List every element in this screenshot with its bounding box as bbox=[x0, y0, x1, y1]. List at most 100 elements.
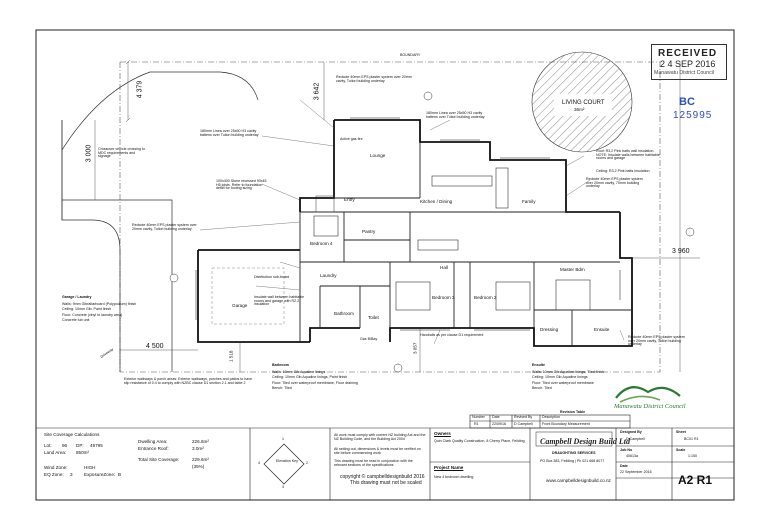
room-bed2: Bedroom 2 bbox=[474, 295, 497, 300]
date-label: Date bbox=[620, 464, 628, 468]
note-7: Distribution sub-board bbox=[254, 275, 290, 279]
site-dp-label: DP: bbox=[76, 443, 84, 448]
elev-s: 3 bbox=[282, 485, 284, 489]
garage-spec-line-4: Concrete tub unit bbox=[62, 318, 90, 323]
project-value: New 4 bedroom dwelling bbox=[434, 475, 474, 479]
site-entrance-label: Entrance Roof: bbox=[138, 446, 169, 451]
rev-r-number: R1 bbox=[474, 422, 479, 426]
note-11: Redcote 40mm EPS plaster system over 20m… bbox=[628, 335, 685, 347]
room-ensuite: Ensuite bbox=[594, 327, 610, 332]
ensuite-spec-line-1: Walls: 10mm Gib Aqualine linings, Tiled … bbox=[532, 369, 605, 374]
note-5: Crossover vehicle crossing to MDC requir… bbox=[98, 147, 145, 159]
dim-3000: 3 000 bbox=[85, 144, 93, 163]
sheet-label: Sheet bbox=[676, 430, 686, 434]
copyright-line-1: copyright © campbelldesignbuild 2016 bbox=[340, 474, 425, 480]
house-walls bbox=[197, 119, 633, 347]
site-lot: 96 bbox=[62, 443, 68, 448]
room-family: Family bbox=[522, 199, 536, 204]
ensuite-spec-title: Ensuite bbox=[532, 363, 545, 367]
note-13: Ceiling: R3.2 Pink batts insulation bbox=[596, 169, 650, 173]
room-bed3: Bedroom 3 bbox=[432, 295, 455, 300]
interior-walls bbox=[299, 142, 632, 346]
elev-e: 2 bbox=[306, 461, 308, 465]
elev-n: 1 bbox=[282, 437, 284, 441]
site-wind: HIGH bbox=[84, 465, 96, 470]
ensuite-spec: Ensuite Walls: 10mm Gib Aqualine linings… bbox=[532, 363, 605, 391]
garage-spec-line-3: Floor: Concrete (vinyl to laundry area) bbox=[62, 312, 123, 317]
brand-url: www.campbelldesignbuild.co.nz bbox=[546, 478, 611, 483]
designed-label: Designed By bbox=[620, 430, 642, 434]
elevation-key-diamond bbox=[263, 443, 305, 485]
windows bbox=[195, 117, 621, 331]
garage-spec: Garage / Laundry Walls: 9mm Gibraltarboa… bbox=[62, 295, 136, 323]
ensuite-spec-line-3: Floor: Tiled over waterproof membrane bbox=[532, 380, 594, 385]
room-garage: Garage bbox=[232, 303, 248, 308]
rev-r-desc: Front Boundary Measurement bbox=[542, 422, 590, 426]
room-dressing: Dressing bbox=[540, 327, 559, 332]
leader-lines bbox=[199, 99, 625, 345]
room-master: Master Bdm bbox=[560, 267, 585, 272]
room-gas-bbq: Gas B/Bay bbox=[360, 337, 378, 341]
date-value: 22 September 2016 bbox=[620, 470, 652, 474]
exterior-note: Exterior walkways & porch areas: Exterio… bbox=[124, 377, 253, 385]
rev-r-date: 22/09/16 bbox=[492, 422, 506, 426]
site-wind-label: Wind Zone: bbox=[44, 465, 68, 470]
dim-4379: 4 379 bbox=[136, 80, 144, 99]
scale-label: Scale bbox=[676, 448, 686, 452]
rev-h-date: Date bbox=[492, 415, 500, 419]
elev-w: 4 bbox=[258, 461, 260, 465]
driveway-curve bbox=[61, 71, 151, 151]
bath-spec-line-1: Walls: 10mm Gib Aqualine linings bbox=[272, 369, 326, 374]
site-dwelling-label: Dwelling Area: bbox=[138, 439, 168, 444]
site-exposure-label: ExposureZone: bbox=[84, 472, 116, 477]
room-lounge: Lounge bbox=[370, 153, 386, 158]
rev-h-number: Number bbox=[472, 415, 485, 419]
general-note-3: This drawing must be read in conjunction… bbox=[334, 459, 413, 467]
elevation-key-label: Elevation Key bbox=[276, 459, 298, 463]
owners-label: Owners bbox=[434, 431, 451, 436]
room-toilet: Toilet bbox=[368, 315, 379, 320]
dim-4500: 4 500 bbox=[146, 343, 164, 350]
driveway-edge-1 bbox=[61, 120, 121, 372]
sheet-value: BC01 R1 bbox=[684, 437, 699, 441]
garage-spec-line-2: Ceiling: 10mm Gib, Paint finish bbox=[62, 307, 112, 312]
project-label: Project Name bbox=[434, 465, 464, 470]
bath-spec-line-2: Ceiling: 10mm Gib Aqualine linings, Pain… bbox=[272, 375, 348, 380]
site-land: 850m² bbox=[76, 450, 90, 455]
site-land-label: Land Area: bbox=[44, 450, 67, 455]
revision-title: Revision Table bbox=[560, 410, 586, 414]
boundary-label: BOUNDARY bbox=[400, 53, 421, 57]
brand-contact: PO Box 383, Feilding | Ph 021 668 8077 bbox=[540, 459, 605, 463]
stamp-received: RECEIVED bbox=[658, 48, 718, 59]
note-6: Redcote 40mm EPS plaster system over 20m… bbox=[132, 223, 197, 231]
bath-spec-line-4: Bench: Tiled bbox=[272, 386, 292, 391]
brand-sub: DRAUGHTING SERVICES bbox=[552, 451, 596, 455]
elevation-callouts bbox=[169, 91, 695, 373]
bc-number: 125995 bbox=[673, 110, 713, 121]
road-curve bbox=[150, 71, 259, 101]
note-1: Redcote 40mm EPS plaster system over 20m… bbox=[336, 75, 412, 83]
mdc-logo-text: Manawatu District Council bbox=[614, 403, 686, 410]
note-12: Roof: R3.2 Pink batts wall insulation. N… bbox=[596, 149, 660, 161]
room-laundry: Laundry bbox=[320, 273, 337, 278]
room-bathroom: Bathroom bbox=[334, 311, 354, 316]
bath-spec: Bathroom Walls: 10mm Gib Aqualine lining… bbox=[272, 363, 358, 391]
sheet-number: A2 R1 bbox=[678, 473, 713, 487]
bath-spec-line-3: Floor: Tiled over waterproof membrane, F… bbox=[272, 380, 358, 385]
site-dp: 49795 bbox=[90, 443, 103, 448]
owners-value: Quin Clark Quality Construction, 8 Cherr… bbox=[434, 439, 525, 443]
garage-spec-title: Garage / Laundry bbox=[62, 295, 92, 299]
dim-3642: 3 642 bbox=[313, 82, 321, 101]
mdc-logo-mark bbox=[615, 386, 681, 399]
dim-1518: 1 518 bbox=[228, 350, 234, 363]
designed-value: D Campbell bbox=[626, 437, 645, 441]
stamp-council: Manawatu District Council bbox=[654, 70, 714, 76]
living-court-label: LIVING COURT bbox=[562, 100, 605, 106]
note-9: Redcote 40mm EPS plaster system over 20m… bbox=[586, 177, 643, 189]
brand-logo-box bbox=[535, 431, 613, 447]
site-lot-label: Lot: bbox=[44, 443, 52, 448]
site-coverage-title: Site Coverage Calculations bbox=[44, 432, 100, 437]
site-eq: 3 bbox=[70, 472, 73, 477]
